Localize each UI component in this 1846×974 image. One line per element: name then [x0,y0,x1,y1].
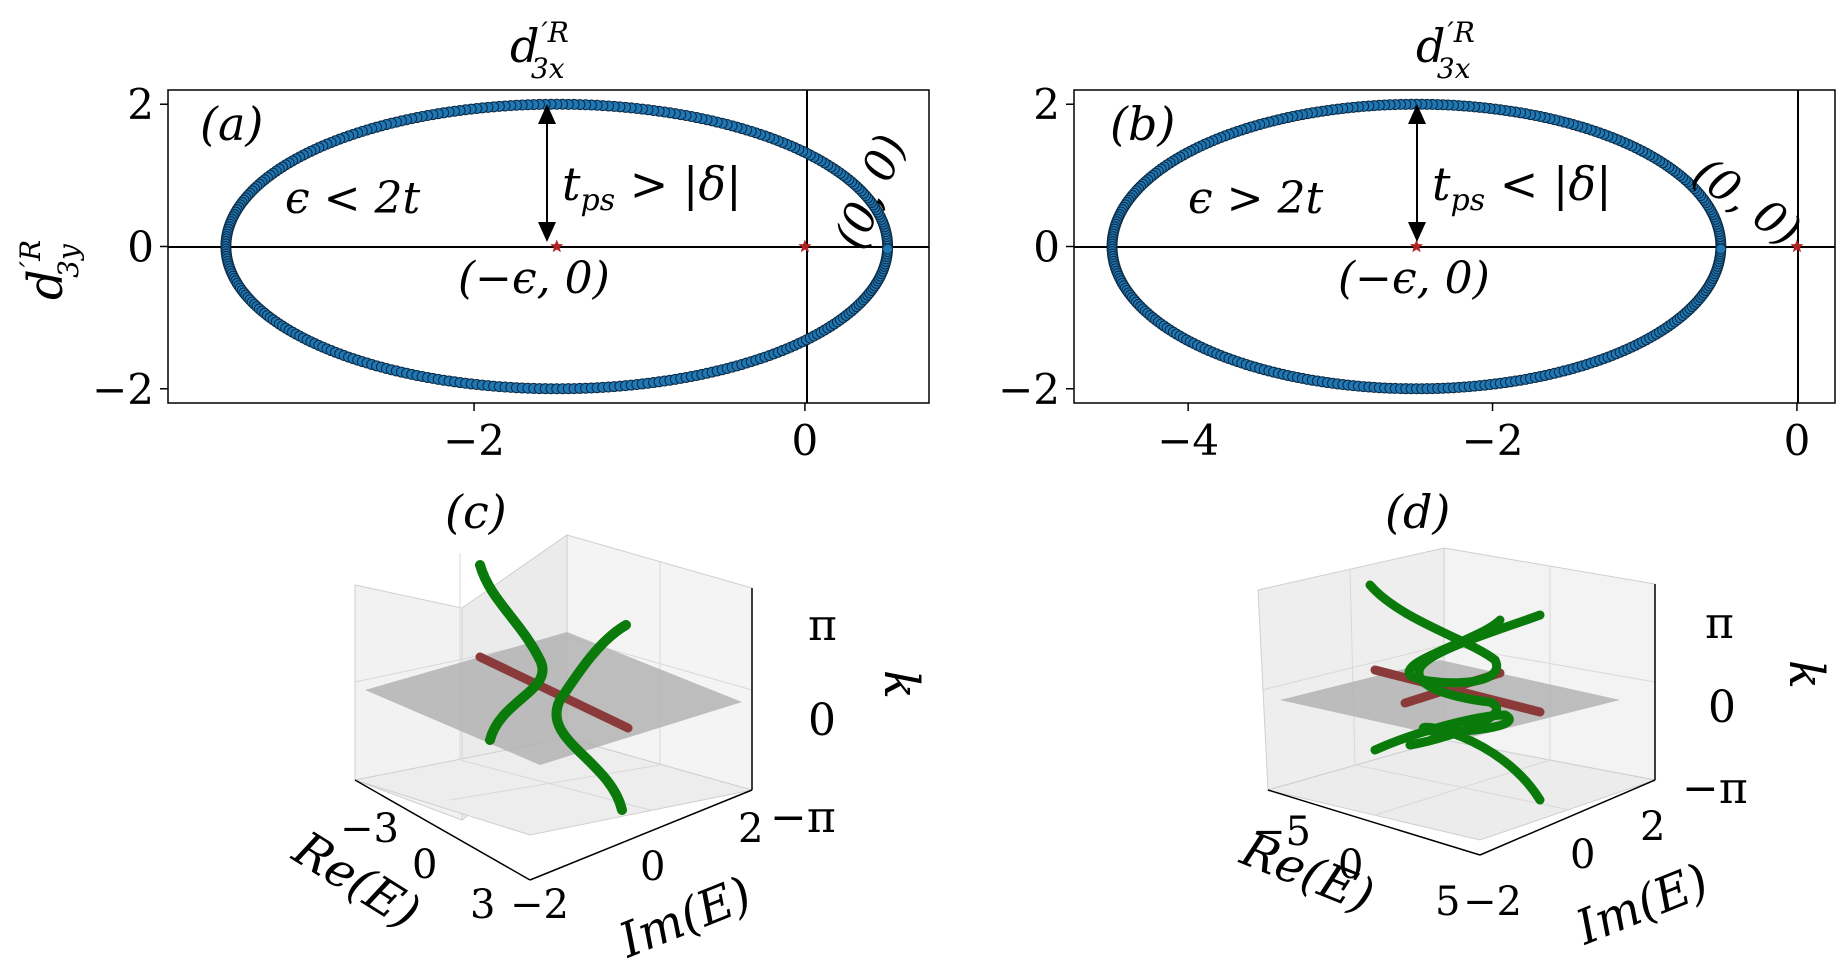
ellipse-series-a [220,98,894,395]
ytick-label-b: 0 [1033,223,1060,272]
point-label-eps-b: (−ϵ, 0) [1338,253,1490,304]
arrow-head-down-b [1408,222,1426,242]
ytick-d-pos: 2 [1640,804,1665,850]
arrow-head-up-b [1408,104,1426,124]
xtick-label-a: 0 [792,416,819,465]
xtick-c-zero: 0 [412,842,437,888]
x-axis-line-c [354,779,531,881]
ytick-label-b: −2 [998,365,1060,414]
star-marker-b-0 [1409,239,1424,253]
ytick-c-zero: 0 [640,844,665,890]
grid-d [1261,566,1656,816]
ellipse-point-a [882,243,894,255]
yticks-a: 2 0 −2 [92,80,168,414]
ytick-label-b: 2 [1033,80,1060,129]
zero-plane-d [1280,660,1620,740]
ylabel-c: Im(E) [611,866,760,970]
y-axis-line-d [1479,779,1656,856]
star-marker-a-1 [798,239,812,253]
green-curve-1-c [475,560,548,745]
ytick-d-zero: 0 [1570,832,1595,878]
star-marker-a-0 [550,239,564,253]
zero-plane-c [365,632,742,765]
ztick-c-pi: π [808,600,837,651]
ztick-d-zero: 0 [1708,682,1736,733]
yticks-b: 2 0 −2 [998,80,1074,414]
tps-condition-a: tps > |δ| [562,157,742,218]
xticks-b: −4 −2 0 [1157,403,1810,465]
ellipse-series-b [1106,98,1804,395]
tps-condition-b: tps < |δ| [1432,157,1612,218]
point-label-eps-a: (−ϵ, 0) [458,253,610,304]
panel-d: (d) −5 0 5 −2 0 2 π 0 −π Re(E) Im(E) k [1233,485,1834,957]
xticks-a: −2 0 [443,403,818,465]
ytick-c-pos: 2 [738,806,763,852]
x-axis-line-d [1267,789,1481,856]
xtick-d-zero: 0 [1338,842,1363,888]
ytick-label-a: 2 [127,80,154,129]
panel-c: (c) −3 0 3 −2 0 2 [283,485,929,970]
ztick-d-negpi: −π [1682,763,1748,814]
panel-a: −2 0 2 0 −2 (a) ϵ < 2t tps > |δ| (−ϵ, 0) (0… [14,16,930,465]
ytick-label-a: 0 [127,223,154,272]
y-axis-line-c [529,789,753,881]
zlabel-c: k [873,670,929,699]
xtick-label-b: 0 [1784,416,1811,465]
star-marker-b-1 [1790,239,1804,253]
panel-label-d: (d) [1385,485,1450,539]
green-curve-2-c [551,620,631,815]
arrow-head-up-a [538,104,556,124]
ztick-c-negpi: −π [770,792,836,843]
ytick-label-a: −2 [92,365,154,414]
epsilon-condition-a: ϵ < 2t [285,173,420,224]
ellipse-point-b [1715,243,1727,255]
zlabel-d: k [1778,660,1834,689]
epsilon-condition-b: ϵ > 2t [1188,173,1323,224]
xtick-d-pos: 5 [1435,879,1460,925]
point-label-zero-b: (0, 0) [1684,147,1810,257]
xtick-label-b: −4 [1157,416,1219,465]
ztick-c-zero: 0 [808,695,836,746]
ytick-c-neg: −2 [510,882,569,928]
ztick-d-pi: π [1705,598,1734,649]
red-line-c [475,652,633,733]
panel-label-a: (a) [200,97,263,151]
point-label-zero-a: (0, 0) [825,127,917,256]
ytick-d-neg: −2 [1463,879,1522,925]
panel-label-c: (c) [445,485,507,539]
xtick-c-pos: 3 [470,882,495,928]
xtick-label-a: −2 [443,416,505,465]
panel-label-b: (b) [1110,97,1175,151]
arrow-head-down-a [538,222,556,242]
xtick-c-neg: −3 [340,806,399,852]
green-curve-3-d [1370,710,1545,805]
xtick-label-b: −2 [1462,416,1524,465]
xtick-d-neg: −5 [1252,809,1311,855]
